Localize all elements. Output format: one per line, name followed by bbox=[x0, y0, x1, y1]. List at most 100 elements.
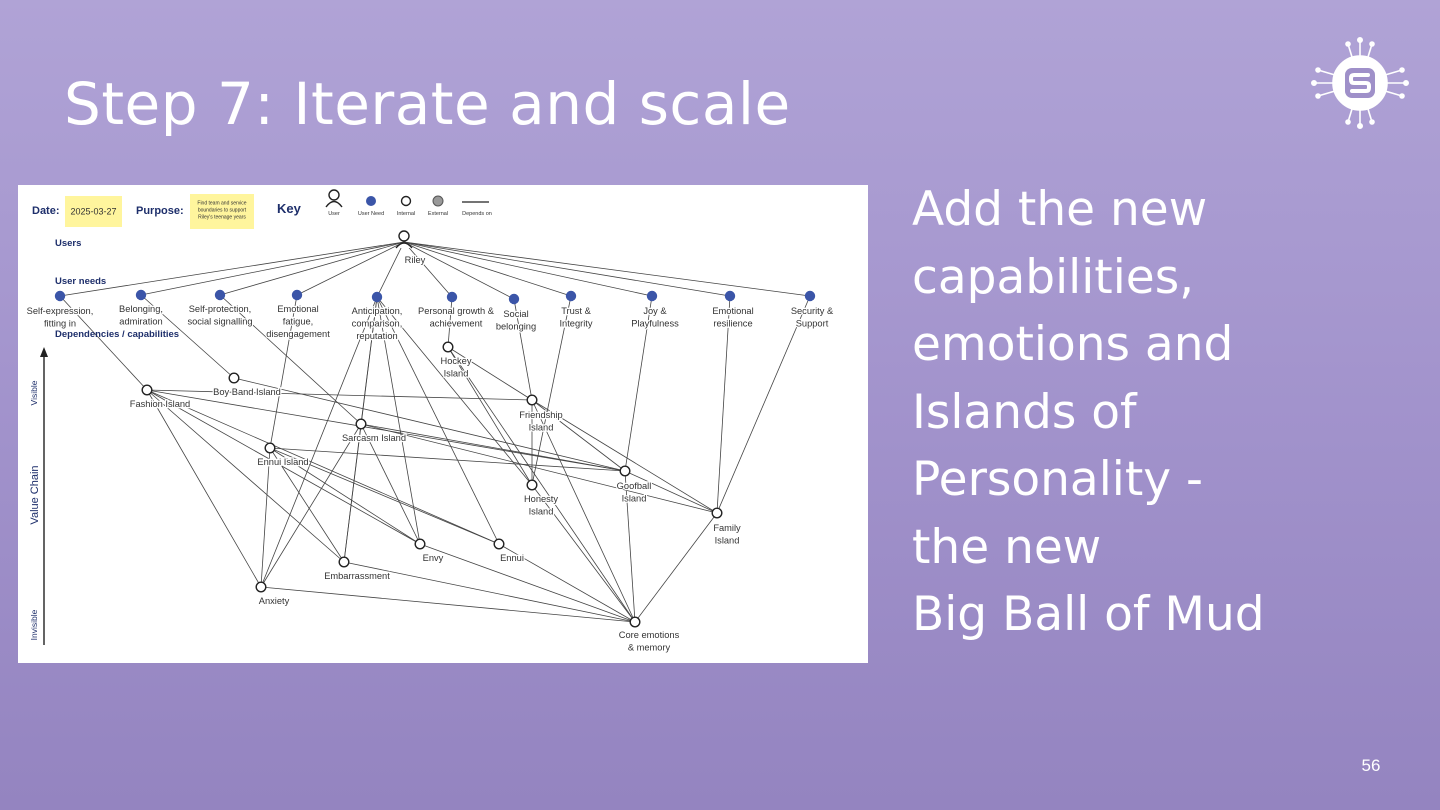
filled-circle-icon bbox=[565, 290, 577, 302]
node-label: Trust & Integrity bbox=[559, 306, 592, 329]
node-label-line: Self-expression, bbox=[27, 306, 94, 316]
dependency-line-hockey-friendship bbox=[447, 346, 533, 401]
map-node-ennui[interactable]: Ennui bbox=[493, 538, 525, 564]
map-node-envy[interactable]: Envy bbox=[414, 538, 445, 564]
dependency-line-n6-hockey bbox=[447, 296, 453, 348]
date-value: 2025-03-27 bbox=[70, 207, 116, 217]
dependency-line-riley-n10 bbox=[403, 241, 731, 297]
purpose-sticky-note bbox=[190, 194, 254, 229]
dependency-line-riley-n9 bbox=[403, 241, 653, 297]
map-node-fashion[interactable]: Fashion Island bbox=[129, 384, 191, 410]
node-label: Emotional resilience bbox=[712, 306, 753, 329]
logo-icon bbox=[1310, 36, 1410, 130]
dependency-line-friendship-core bbox=[531, 399, 636, 623]
open-circle-icon bbox=[526, 394, 538, 406]
filled-circle-icon bbox=[214, 289, 226, 301]
body-line: Add the new bbox=[912, 182, 1208, 237]
user-icon bbox=[325, 189, 343, 208]
map-node-sarcasm[interactable]: Sarcasm Island bbox=[341, 418, 407, 444]
node-label-line: reputation bbox=[356, 331, 397, 341]
key-label-depends-on: Depends on bbox=[462, 211, 492, 217]
dependency-line-anxiety-core bbox=[260, 586, 636, 623]
key-label-user-need: User Need bbox=[358, 211, 384, 217]
dependency-line-fashion-ennui bbox=[146, 389, 500, 545]
purpose-note-line: boundaries to support bbox=[198, 208, 247, 214]
dependency-line-n8-honesty bbox=[531, 295, 572, 486]
dependency-line-n1-fashion bbox=[59, 295, 148, 391]
map-node-n2[interactable]: Belonging,admiration bbox=[118, 289, 164, 328]
dependency-line-n5-sarcasm bbox=[360, 296, 378, 425]
dependency-line-n5-envy bbox=[376, 296, 421, 545]
filled-circle-icon bbox=[446, 291, 458, 303]
map-node-core[interactable]: Core emotions& memory bbox=[618, 616, 681, 654]
dependency-line-hockey-honesty bbox=[447, 346, 533, 486]
map-node-embarrassment[interactable]: Embarrassment bbox=[323, 556, 391, 582]
node-label-line: Friendship bbox=[519, 410, 562, 420]
open-circle-icon bbox=[493, 538, 505, 550]
date-sticky-note bbox=[65, 196, 122, 227]
node-label-line: Goofball bbox=[617, 481, 652, 491]
node-label-line: Island bbox=[715, 536, 740, 546]
map-node-n3[interactable]: Self-protection,social signalling bbox=[186, 289, 254, 328]
row-label-dependencies: Dependencies / capabilities bbox=[55, 329, 179, 340]
node-label-line: Island bbox=[529, 423, 554, 433]
body-line: capabilities, bbox=[912, 249, 1195, 305]
map-node-n11[interactable]: Security &Support bbox=[790, 290, 835, 330]
dependency-line-sarcasm-anxiety bbox=[260, 423, 362, 588]
node-label-line: resilience bbox=[713, 319, 752, 329]
filled-circle-icon bbox=[54, 290, 66, 302]
map-node-anxiety[interactable]: Anxiety bbox=[255, 581, 291, 607]
node-label-line: Sarcasm Island bbox=[342, 433, 406, 443]
node-label: Ennui Island bbox=[257, 457, 308, 467]
map-node-n6[interactable]: Personal growth &achievement bbox=[417, 291, 496, 330]
axis-label-visible: Visible bbox=[29, 380, 39, 405]
node-label-line: social signalling bbox=[187, 317, 252, 327]
dependency-line-fashion-friendship bbox=[146, 389, 533, 401]
node-label-line: Trust & bbox=[561, 306, 591, 316]
dependency-line-n7-friendship bbox=[513, 298, 533, 401]
node-label-line: Core emotions bbox=[619, 630, 680, 640]
map-node-riley[interactable]: Riley bbox=[395, 230, 427, 266]
dependency-line-ennui-core bbox=[498, 543, 636, 623]
node-label-line: Emotional bbox=[712, 306, 753, 316]
body-line: Personality - bbox=[912, 452, 1203, 507]
open-circle-icon bbox=[526, 479, 538, 491]
dependency-line-boyband-goofball bbox=[233, 377, 626, 472]
map-node-n9[interactable]: Joy & Playfulness bbox=[630, 290, 680, 330]
node-label-line: Anxiety bbox=[259, 596, 290, 606]
node-label-line: comparison, bbox=[352, 319, 403, 329]
dependency-line-n9-goofball bbox=[624, 295, 653, 472]
map-node-boyband[interactable]: Boy Band Island bbox=[212, 372, 282, 398]
row-label-users: Users bbox=[55, 238, 81, 249]
node-label-line: Island bbox=[444, 369, 469, 379]
open-circle-icon bbox=[629, 616, 641, 628]
dependency-line-family-core bbox=[634, 512, 718, 623]
dependency-line-sarcasm-embarrassment bbox=[343, 423, 362, 563]
filled-circle-icon bbox=[508, 293, 520, 305]
dependency-line-ennui_island-goofball bbox=[269, 447, 626, 472]
dependency-line-riley-n1 bbox=[59, 241, 405, 297]
dependency-line-envy-core bbox=[419, 543, 636, 623]
dependency-line-n4-ennui_island bbox=[269, 294, 298, 449]
map-node-n1[interactable]: Self-expression,fitting in bbox=[25, 290, 95, 330]
map-node-n10[interactable]: Emotional resilience bbox=[711, 290, 755, 330]
node-label-line: Integrity bbox=[559, 319, 592, 329]
node-label-line: Playfulness bbox=[631, 319, 679, 329]
node-label-line: Joy & bbox=[643, 306, 667, 316]
map-node-n8[interactable]: Trust & Integrity bbox=[558, 290, 594, 330]
dependency-line-n5-ennui bbox=[376, 296, 500, 545]
map-node-n5[interactable]: Anticipation,comparison,reputation bbox=[350, 291, 404, 342]
map-node-ennui_island[interactable]: Ennui Island bbox=[256, 442, 310, 468]
dependency-line-hockey-core bbox=[447, 346, 636, 623]
key-label: Key bbox=[277, 201, 302, 216]
